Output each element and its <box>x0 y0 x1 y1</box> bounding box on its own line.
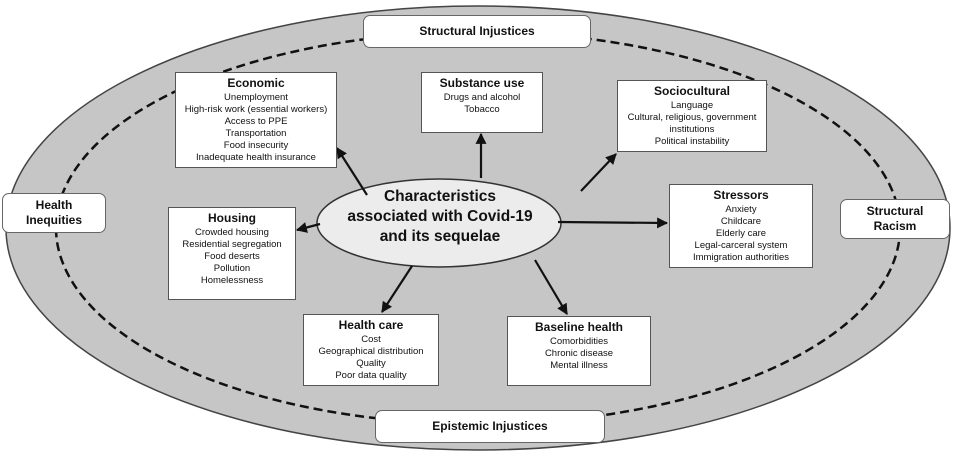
housing-box: Housing Crowded housing Residential segr… <box>168 207 296 300</box>
health-care-item: Poor data quality <box>335 370 407 381</box>
substance-use-title: Substance use <box>439 76 525 90</box>
economic-item: High-risk work (essential workers) <box>184 104 328 115</box>
structural-injustices-text: Structural Injustices <box>419 24 535 38</box>
economic-box: Economic Unemployment High-risk work (es… <box>175 72 337 168</box>
health-care-title: Health care <box>338 318 404 332</box>
housing-item: Food deserts <box>204 251 260 262</box>
stressors-item: Anxiety <box>725 204 757 215</box>
sociocultural-item: institutions <box>669 124 715 135</box>
structural-racism-line-1: Structural <box>866 204 924 218</box>
housing-item: Crowded housing <box>195 227 269 238</box>
economic-item: Unemployment <box>224 92 288 103</box>
economic-item: Food insecurity <box>223 140 289 151</box>
baseline-health-title: Baseline health <box>534 320 624 334</box>
health-care-item: Geographical distribution <box>318 346 424 357</box>
stressors-item: Legal-carceral system <box>694 240 788 251</box>
sociocultural-item: Language <box>670 100 714 111</box>
structural-racism-line-2: Racism <box>873 219 917 233</box>
health-inequities-line-1: Health <box>35 198 73 212</box>
arrow-to-stressors <box>557 217 669 229</box>
sociocultural-item: Cultural, religious, government <box>627 112 757 123</box>
stressors-item: Childcare <box>720 216 762 227</box>
housing-item: Homelessness <box>200 275 264 286</box>
economic-title: Economic <box>227 76 285 90</box>
health-inequities-line-2: Inequities <box>25 213 82 227</box>
arrow-to-economic <box>336 147 368 196</box>
stressors-item: Elderly care <box>715 228 767 239</box>
baseline-health-item: Comorbidities <box>549 336 609 347</box>
center-line-3: and its sequelae <box>379 228 501 245</box>
economic-item: Access to PPE <box>224 116 288 127</box>
economic-item: Transportation <box>225 128 287 139</box>
economic-item: Inadequate health insurance <box>196 152 316 163</box>
health-care-item: Cost <box>361 334 381 345</box>
arrow-to-healthcare <box>381 265 413 313</box>
sociocultural-box: Sociocultural Language Cultural, religio… <box>617 80 767 152</box>
stressors-item: Immigration authorities <box>692 252 790 263</box>
housing-item: Residential segregation <box>182 239 282 250</box>
health-care-item: Quality <box>356 358 386 369</box>
center-line-1: Characteristics <box>383 188 496 205</box>
arrow-to-baseline <box>534 259 568 315</box>
baseline-health-box: Baseline health Comorbidities Chronic di… <box>507 316 651 386</box>
substance-use-item: Drugs and alcohol <box>443 92 521 103</box>
sociocultural-title: Sociocultural <box>653 84 730 98</box>
stressors-box: Stressors Anxiety Childcare Elderly care… <box>669 184 813 268</box>
center-label: Characteristics associated with Covid-19… <box>330 187 550 247</box>
substance-use-item: Tobacco <box>464 104 500 115</box>
structural-racism-label: Structural Racism <box>840 199 950 239</box>
housing-title: Housing <box>208 211 256 225</box>
arrow-to-sociocultural <box>580 153 617 192</box>
arrow-to-housing <box>295 222 321 233</box>
stressors-title: Stressors <box>713 188 769 202</box>
baseline-health-item: Chronic disease <box>544 348 614 359</box>
baseline-health-item: Mental illness <box>550 360 608 371</box>
epistemic-injustices-text: Epistemic Injustices <box>432 419 548 433</box>
sociocultural-item: Political instability <box>654 136 730 147</box>
substance-use-box: Substance use Drugs and alcohol Tobacco <box>421 72 543 133</box>
structural-injustices-label: Structural Injustices <box>363 15 591 48</box>
health-care-box: Health care Cost Geographical distributi… <box>303 314 439 386</box>
center-line-2: associated with Covid-19 <box>347 208 533 225</box>
health-inequities-label: Health Inequities <box>2 193 106 233</box>
housing-item: Pollution <box>213 263 251 274</box>
epistemic-injustices-label: Epistemic Injustices <box>375 410 605 443</box>
